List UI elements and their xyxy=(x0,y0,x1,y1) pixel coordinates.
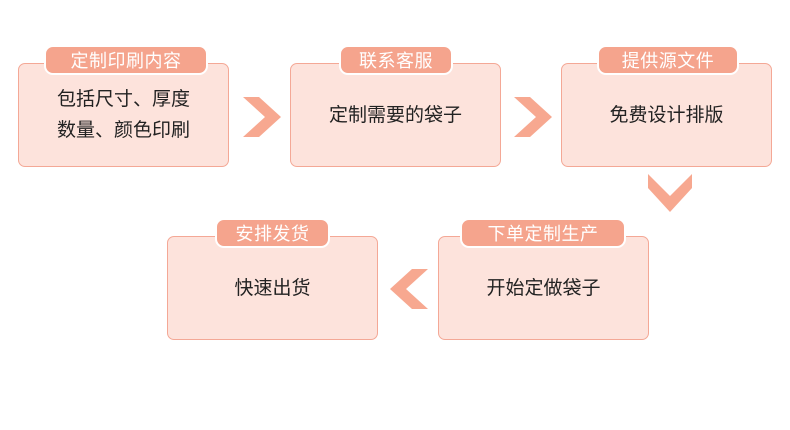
step-3-body: 免费设计排版 xyxy=(562,64,771,166)
step-5-box: 快速出货 xyxy=(167,236,378,340)
step-5-body: 快速出货 xyxy=(168,237,377,339)
step-2-body: 定制需要的袋子 xyxy=(291,64,500,166)
step-2-title: 联系客服 xyxy=(339,45,453,75)
step-1-title: 定制印刷内容 xyxy=(44,45,208,75)
chevron-right-icon xyxy=(243,97,281,137)
step-2-line-1: 定制需要的袋子 xyxy=(328,103,462,126)
chevron-down-icon xyxy=(648,174,692,212)
chevron-left-icon xyxy=(390,269,428,309)
step-1-box: 包括尺寸、厚度 数量、颜色印刷 xyxy=(18,63,229,167)
step-3-box: 免费设计排版 xyxy=(561,63,772,167)
step-1-line-1: 包括尺寸、厚度 xyxy=(56,88,190,110)
step-4-title: 下单定制生产 xyxy=(460,218,626,248)
step-1-line-2: 数量、颜色印刷 xyxy=(56,119,190,141)
step-1-body: 包括尺寸、厚度 数量、颜色印刷 xyxy=(19,64,228,166)
step-3-line-1: 免费设计排版 xyxy=(609,103,724,126)
step-5-title: 安排发货 xyxy=(215,218,330,248)
step-4-box: 开始定做袋子 xyxy=(438,236,649,340)
step-4-line-1: 开始定做袋子 xyxy=(486,276,601,299)
step-3-title: 提供源文件 xyxy=(597,45,739,75)
step-5-line-1: 快速出货 xyxy=(234,276,311,299)
step-2-box: 定制需要的袋子 xyxy=(290,63,501,167)
step-4-body: 开始定做袋子 xyxy=(439,237,648,339)
chevron-right-icon xyxy=(514,97,552,137)
